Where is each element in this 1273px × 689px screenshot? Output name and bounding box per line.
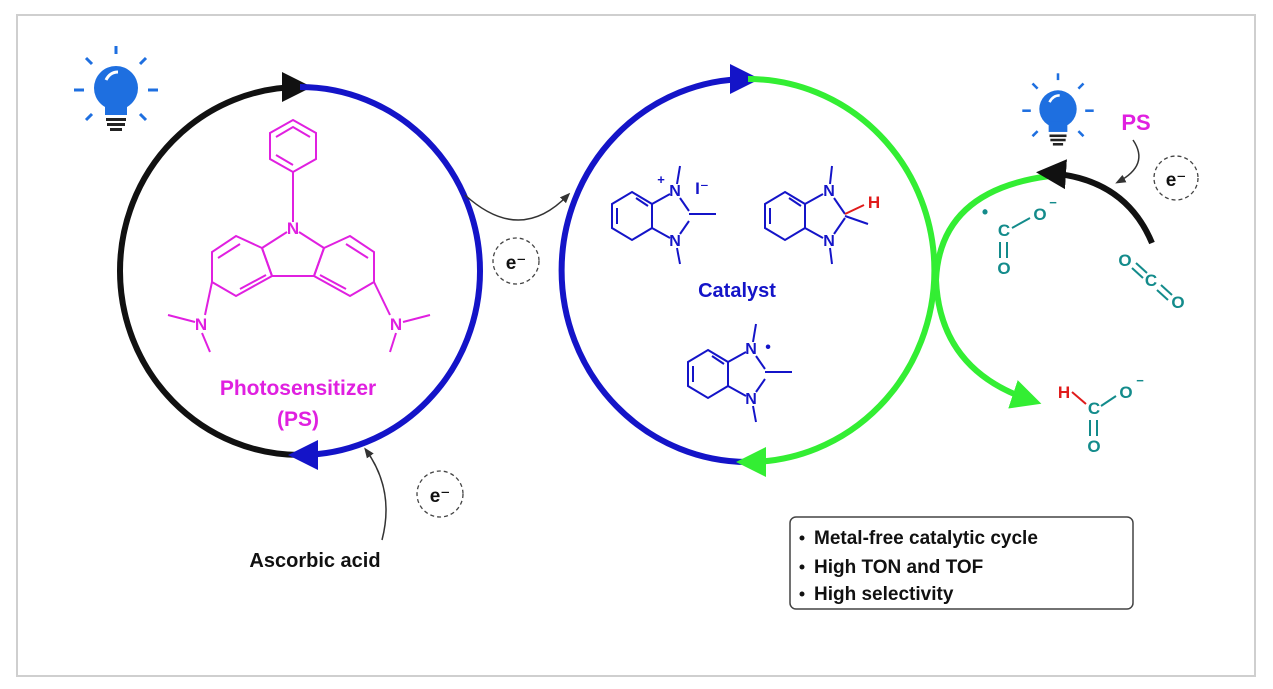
electron-label-right: e⁻ bbox=[1166, 170, 1187, 191]
co2-molecule: O C O bbox=[1118, 251, 1184, 312]
feature-item: Metal-free catalytic cycle bbox=[814, 528, 1038, 549]
ascorbic-acid-label: Ascorbic acid bbox=[249, 550, 380, 572]
co2-atom-c: C bbox=[1145, 271, 1157, 290]
catalyst-cycle-blue-arc bbox=[558, 64, 760, 465]
ps-small-label: PS bbox=[1121, 110, 1150, 135]
electron-label-middle: e⁻ bbox=[506, 253, 527, 274]
co2-atom-o-right: O bbox=[1171, 293, 1184, 312]
cation-plus-charge: + bbox=[657, 172, 665, 187]
co2r-atom-o-bottom: O bbox=[997, 259, 1010, 278]
hydride-atom-h: H bbox=[868, 193, 880, 212]
electron-bubble-right bbox=[1153, 155, 1199, 201]
feature-bullet bbox=[799, 591, 805, 597]
cation-atom-n-top: N bbox=[669, 183, 681, 200]
feature-bullet bbox=[799, 535, 805, 541]
photosensitizer-molecule bbox=[167, 118, 431, 353]
radical-atom-n-bottom: N bbox=[745, 391, 757, 408]
formate-atom-h: H bbox=[1058, 383, 1070, 402]
formate-atom-o-bottom: O bbox=[1087, 437, 1100, 456]
catalyst-molecule-radical bbox=[687, 323, 792, 423]
catalyst-cycle-green-arc bbox=[736, 76, 938, 477]
co2-green-arc bbox=[932, 173, 1051, 409]
ps-atom-n-right: N bbox=[390, 315, 402, 334]
lightbulb-icon bbox=[74, 46, 158, 131]
formate-atom-c: C bbox=[1088, 399, 1100, 418]
hydride-atom-n-top: N bbox=[823, 183, 835, 200]
ps-label-line2: (PS) bbox=[277, 408, 319, 431]
ps-cycle-blue-arc bbox=[288, 84, 483, 470]
co2r-atom-o-right: O bbox=[1033, 205, 1046, 224]
figure-frame bbox=[16, 14, 1256, 677]
radical-dot: • bbox=[765, 339, 771, 356]
co2r-atom-c: C bbox=[998, 221, 1010, 240]
ps-cycle-black-arc bbox=[117, 72, 312, 458]
electron-bubble-ascorbic bbox=[416, 470, 464, 518]
ps-atom-n-center: N bbox=[287, 219, 299, 238]
formate-product: H C O − O bbox=[1058, 373, 1144, 456]
co2-radical-anion: • C O − O bbox=[982, 195, 1057, 278]
cation-atom-n-bottom: N bbox=[669, 233, 681, 250]
catalyst-molecule-hydride bbox=[764, 165, 869, 265]
ps-electron-arrow-right bbox=[1115, 139, 1140, 184]
co2r-dot: • bbox=[982, 202, 988, 222]
feature-box-border bbox=[789, 516, 1134, 610]
ascorbic-electron-arrow bbox=[364, 447, 387, 541]
radical-atom-n-top: N bbox=[745, 341, 757, 358]
catalyst-molecule-cation bbox=[611, 165, 716, 265]
hydride-atom-n-bottom: N bbox=[823, 233, 835, 250]
lightbulb-icon bbox=[1022, 73, 1094, 146]
ps-label-line1: Photosensitizer bbox=[220, 377, 376, 400]
formate-atom-o-right: O bbox=[1119, 383, 1132, 402]
electron-label-ascorbic: e⁻ bbox=[430, 486, 451, 507]
electron-bubble-middle bbox=[492, 237, 540, 285]
hydride-ch-bond bbox=[844, 204, 865, 215]
feature-item: High TON and TOF bbox=[814, 557, 983, 578]
ps-to-catalyst-arrow bbox=[464, 192, 571, 221]
ps-atom-n-left: N bbox=[195, 315, 207, 334]
catalyst-label: Catalyst bbox=[698, 280, 776, 302]
iodide-counterion: I⁻ bbox=[695, 179, 709, 198]
co2r-minus: − bbox=[1049, 195, 1057, 210]
formate-minus: − bbox=[1136, 373, 1144, 388]
feature-bullet bbox=[799, 564, 805, 570]
co2-atom-o-left: O bbox=[1118, 251, 1131, 270]
feature-item: High selectivity bbox=[814, 584, 954, 605]
feature-box: Metal-free catalytic cycle High TON and … bbox=[789, 516, 1134, 610]
ps-cycle bbox=[117, 72, 483, 470]
co2-black-arc bbox=[1036, 159, 1155, 245]
